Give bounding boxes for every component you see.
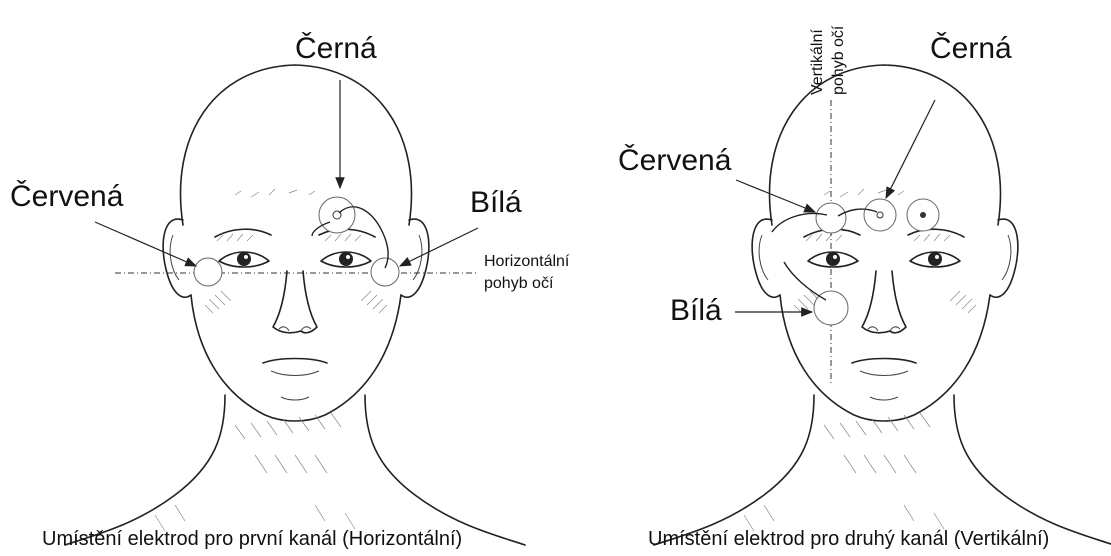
left-label-red: Červená (10, 179, 124, 213)
right-label-red: Červená (618, 143, 732, 177)
left-movement-line2: pohyb očí (484, 275, 554, 292)
left-panel: Černá Červená Bílá Horizontální pohyb oč… (10, 31, 570, 550)
right-panel: Vertikální pohyb očí Černá Červená Bílá … (618, 25, 1111, 550)
left-arrow-white (400, 228, 478, 266)
right-label-black: Černá (930, 31, 1012, 65)
right-face-sketch (654, 65, 1111, 545)
right-arrow-red (736, 180, 815, 212)
left-electrode-white (371, 258, 399, 286)
left-caption: Umístění elektrod pro první kanál (Horiz… (42, 528, 462, 550)
right-movement-line1: Vertikální (809, 29, 826, 95)
left-face-sketch (65, 65, 525, 545)
right-caption: Umístění elektrod pro druhý kanál (Verti… (648, 528, 1049, 550)
left-label-white: Bílá (470, 186, 522, 219)
left-label-black: Černá (295, 31, 377, 65)
left-movement-line1: Horizontální (484, 253, 570, 270)
right-arrow-black (886, 100, 935, 198)
right-movement-line2: pohyb očí (830, 25, 847, 95)
left-electrode-red (194, 258, 222, 286)
right-electrode-red (816, 203, 846, 233)
right-label-white: Bílá (670, 294, 722, 327)
left-arrow-red (95, 222, 196, 266)
right-wire-white (784, 262, 826, 300)
